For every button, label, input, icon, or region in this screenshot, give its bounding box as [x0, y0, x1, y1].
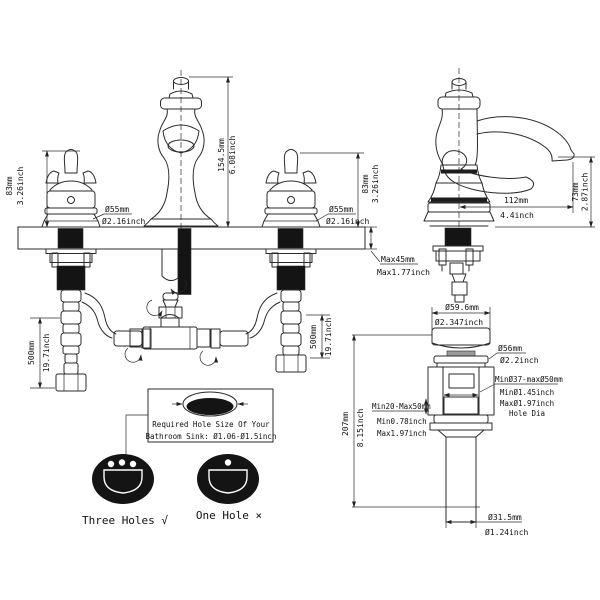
label-drain-hole-dia: MinØ37-maxØ50mm MinØ1.45inch MaxØ1.97inc… [479, 375, 563, 418]
deck-thickness-mm: Max45mm [381, 255, 415, 264]
spout-threaded-rod [177, 228, 192, 295]
drain-hole-dia-inch-max: MaxØ1.97inch [500, 399, 554, 408]
dim-right-hose: 500mm 19.7inch [306, 314, 333, 359]
dim-deck-thickness: Max45mm Max1.77inch [365, 226, 430, 277]
rotate-arrow-rod [170, 279, 187, 295]
right-hose-mm: 500mm [309, 325, 318, 349]
drain-hole-dia-label: Hole Dia [509, 409, 545, 418]
drain-assembly: Ø59.6mm Ø2.347inch Ø56mm Ø [341, 302, 563, 537]
left-shank [57, 228, 84, 249]
left-handle-dia-mm: Ø55mm [105, 204, 129, 214]
label-drain-flange-dia: Ø56mm Ø2.2inch [488, 343, 539, 365]
dim-drain-cap-dia: Ø59.6mm Ø2.347inch [431, 302, 491, 330]
right-supply-shank [276, 265, 306, 291]
sink-three-holes-shape [92, 454, 154, 504]
three-holes-label: Three Holes √ [82, 514, 168, 527]
label-right-handle-dia: Ø55mm Ø2.16inch [315, 204, 370, 226]
side-handle-lever [441, 150, 535, 194]
dim-spout-reach: 112mm 4.4inch [459, 162, 574, 220]
drain-height-mm: 207mm [341, 412, 350, 436]
right-handle-height-mm: 83mm [361, 174, 370, 193]
front-spout [143, 70, 219, 232]
rotate-arrow-valve [146, 299, 163, 317]
drain-height-inch: 8.15inch [356, 409, 365, 448]
side-spout [476, 116, 575, 162]
side-faucet-body [423, 78, 575, 227]
left-handle-height-inch: 3.26inch [16, 167, 25, 206]
front-left-handle [41, 149, 101, 228]
front-right-handle [261, 149, 321, 228]
dim-left-hose: 500mm 19.7inch [27, 317, 60, 389]
side-view: 112mm 4.4inch 73mm 2.87inch [423, 68, 595, 303]
sink-options: Three Holes √ One Hole × [82, 454, 262, 527]
dim-spout-height: 154.5mm 6.08inch [189, 76, 237, 228]
overflow-window [448, 373, 475, 389]
left-hose-inch: 19.7inch [42, 334, 51, 373]
note-line2: Bathroom Sink: Ø1.06-Ø1.5inch [146, 432, 277, 441]
drain-cap-dia-inch: Ø2.347inch [435, 317, 483, 327]
sink-three-holes: Three Holes √ [82, 454, 168, 527]
deck-thickness-inch: Max1.77inch [377, 268, 430, 277]
deck-hatch [17, 226, 366, 250]
left-handle-dia-inch: Ø2.16inch [102, 216, 146, 226]
drain-flange-dia-inch: Ø2.2inch [500, 355, 539, 365]
front-underdeck-left [45, 248, 152, 392]
dim-left-handle-height: 83mm 3.26inch [5, 150, 80, 228]
one-hole-label: One Hole × [196, 509, 262, 522]
hole-oval-fill [186, 398, 234, 415]
spout-reach-inch: 4.4inch [500, 211, 534, 220]
drain-seal [443, 396, 479, 415]
left-supply-shank [56, 265, 86, 291]
drain-tailpipe-dia-inch: Ø1.24inch [485, 527, 529, 537]
left-handle-height-mm: 83mm [5, 176, 14, 195]
drain-hole-dia-mm: MinØ37-maxØ50mm [495, 375, 563, 384]
spout-tip-height-mm: 73mm [571, 182, 580, 201]
right-handle-height-inch: 3.26inch [371, 165, 380, 204]
spout-height-mm: 154.5mm [217, 138, 226, 172]
label-drain-deck-range: Min20-Max50mm Min0.78inch Max1.97inch [372, 402, 431, 438]
rotate-arrow-left-port [124, 347, 143, 363]
drain-deck-range-inch-min: Min0.78inch [377, 417, 427, 426]
spout-tip-height-inch: 2.87inch [581, 173, 590, 212]
drain-hole-dia-inch-min: MinØ1.45inch [500, 388, 554, 397]
left-hose-mm: 500mm [27, 341, 36, 365]
drain-cap [431, 327, 491, 346]
left-hose-nut [55, 373, 87, 392]
drain-deck-range-inch-max: Max1.97inch [377, 429, 427, 438]
label-left-handle-dia: Ø55mm Ø2.16inch [92, 204, 146, 226]
right-hose-inch: 19.7inch [324, 318, 333, 357]
drain-body [423, 327, 495, 523]
note-line1: Required Hole Size Of Your [152, 420, 270, 429]
side-shank [444, 227, 472, 247]
note-connector-line [125, 414, 148, 455]
dim-drain-height: 207mm 8.15inch [341, 334, 480, 508]
spout-reach-mm: 112mm [504, 196, 528, 205]
dim-spout-tip-height: 73mm 2.87inch [495, 156, 595, 228]
hole-oval [182, 391, 238, 417]
drain-flange [433, 355, 489, 364]
spout-height-inch: 6.08inch [228, 136, 237, 175]
note-box [147, 388, 274, 443]
right-handle-dia-mm: Ø55mm [329, 204, 353, 214]
right-hose-nut [275, 354, 307, 373]
rotate-arrow-right-port [199, 350, 219, 366]
right-handle-dia-inch: Ø2.16inch [326, 216, 370, 226]
sink-one-hole-shape [197, 454, 259, 504]
dim-drain-tailpipe-dia: Ø31.5mm Ø1.24inch [445, 512, 529, 537]
drain-tailpipe-dia-mm: Ø31.5mm [488, 512, 522, 522]
right-shank [277, 228, 304, 249]
side-underdeck [432, 227, 484, 303]
front-underdeck-right [210, 248, 317, 373]
drain-deck-range-mm: Min20-Max50mm [372, 402, 431, 411]
front-view: 83mm 3.26inch 83mm 3.26inch 154.5mm 6.08… [5, 70, 430, 392]
hole-size-note: Required Hole Size Of Your Bathroom Sink… [125, 388, 277, 455]
front-deck [17, 226, 366, 250]
dim-right-handle-height: 83mm 3.26inch [300, 152, 380, 228]
drain-cap-dia-mm: Ø59.6mm [445, 302, 479, 312]
sink-one-hole: One Hole × [196, 454, 262, 522]
front-underdeck-center [124, 228, 219, 366]
drain-flange-dia-mm: Ø56mm [498, 343, 522, 353]
drain-tailpipe [445, 436, 477, 523]
